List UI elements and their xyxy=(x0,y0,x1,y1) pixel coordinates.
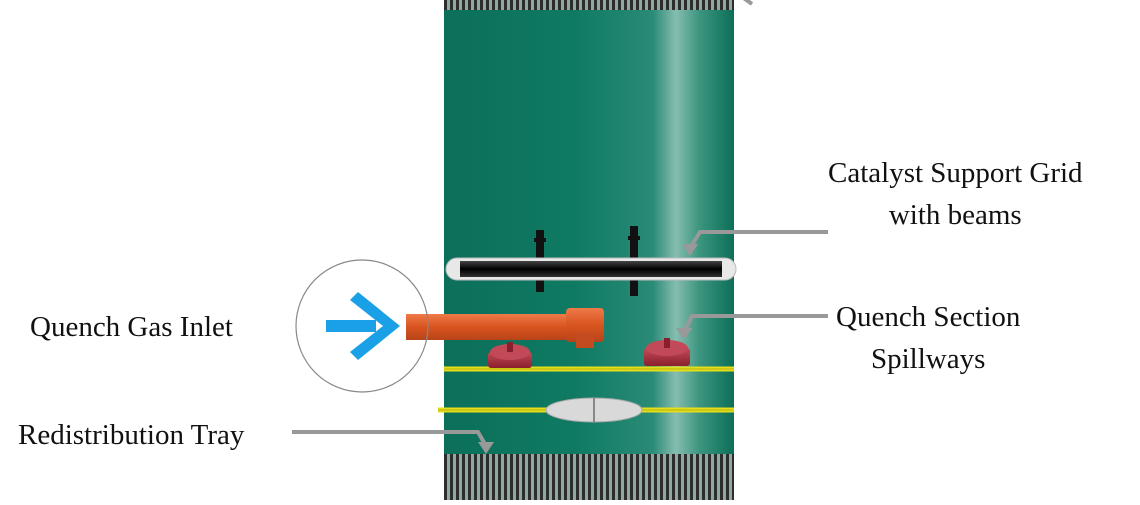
pointer-quench-spillways xyxy=(676,314,828,340)
distributor-disc xyxy=(545,397,643,423)
inlet-highlight-circle xyxy=(295,259,429,393)
catalyst-bed-bottom xyxy=(444,454,734,500)
catalyst-label-line-1: Catalyst Support Grid xyxy=(828,157,1083,189)
pointer-top xyxy=(742,0,754,6)
quench-section-label-line-1: Quench Section xyxy=(836,301,1021,333)
catalyst-label-line-2: with beams xyxy=(888,199,1022,232)
catalyst-support-grid-label: Catalyst Support Grid with beams xyxy=(828,152,1083,236)
quench-gas-inlet-pipe xyxy=(406,308,604,348)
catalyst-bed-top xyxy=(444,0,734,10)
quench-section-label-line-2: Spillways xyxy=(871,343,986,376)
spillway-left xyxy=(488,342,532,368)
pointer-catalyst-support xyxy=(682,230,828,256)
right-arrow-icon xyxy=(326,292,400,360)
redistribution-tray-label: Redistribution Tray xyxy=(18,419,245,451)
spillway-right xyxy=(644,338,690,366)
quench-section-spillways-label: Quench Section Spillways xyxy=(836,296,1020,380)
pointer-redistribution-tray xyxy=(292,430,494,454)
quench-gas-inlet-label: Quench Gas Inlet xyxy=(30,311,233,343)
catalyst-support-grid xyxy=(445,226,737,296)
